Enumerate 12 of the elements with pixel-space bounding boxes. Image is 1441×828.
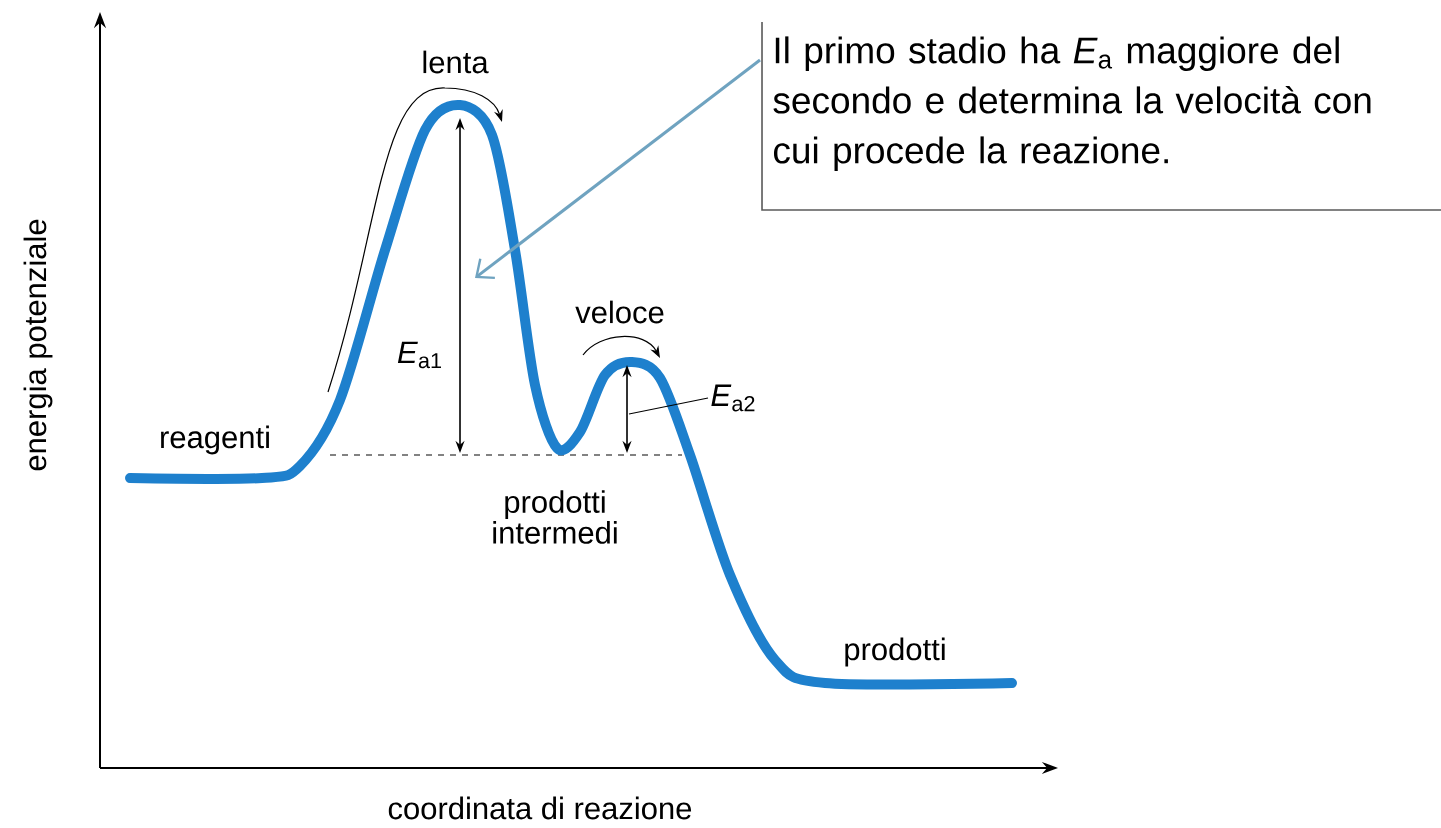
- axis-label: energia potenziale: [23, 219, 53, 471]
- text-label: lenta: [423, 50, 489, 74]
- text-label: reagenti: [161, 425, 269, 455]
- formula-label: E$_{a2}$: [711, 384, 755, 412]
- axis-label: coordinata di reazione: [388, 796, 692, 820]
- text-label: prodotti: [845, 637, 945, 667]
- formula-label: E$_{a1}$: [397, 341, 441, 369]
- text-label: veloce: [575, 300, 664, 324]
- leader-line: [628, 397, 709, 415]
- callout-box: Il primo stadio ha E$_{a}$ maggiore del secondo e determina la velocità con cui procede la reazione.: [761, 21, 1441, 211]
- callout-arrow: [475, 58, 761, 280]
- text-label: prodotti intermedi: [493, 490, 617, 544]
